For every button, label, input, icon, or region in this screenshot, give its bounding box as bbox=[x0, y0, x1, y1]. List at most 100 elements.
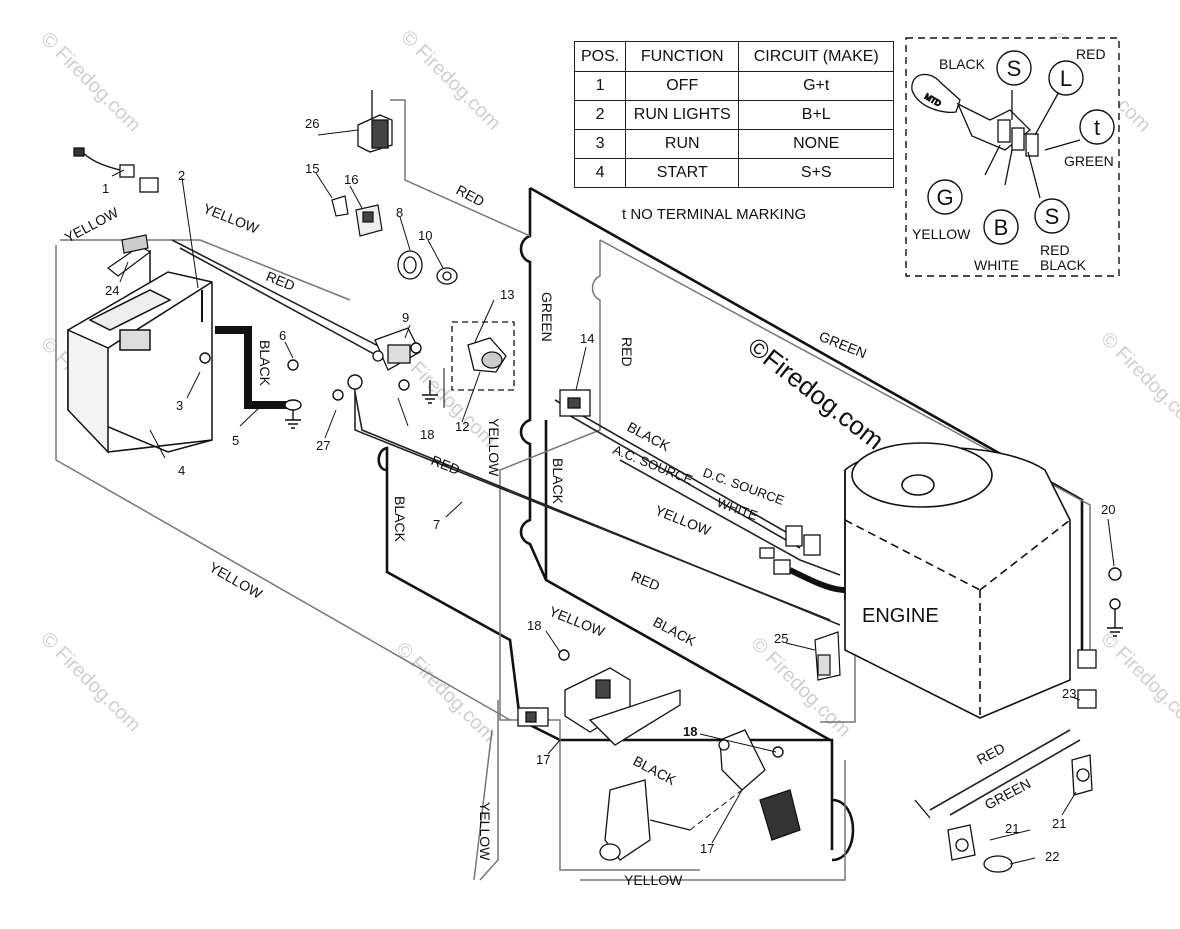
part-24 bbox=[106, 234, 152, 277]
key-icon: MTD bbox=[911, 73, 1081, 199]
label-green-1: GREEN bbox=[539, 292, 555, 342]
watermark: © Firedog.com bbox=[36, 28, 145, 137]
label-yellow-8: YELLOW bbox=[624, 872, 683, 888]
part-26 bbox=[357, 90, 393, 153]
part-8-10 bbox=[397, 250, 458, 285]
label-black-4: BLACK bbox=[392, 496, 408, 543]
part-number: 14 bbox=[580, 331, 594, 346]
ground-symbols bbox=[199, 342, 1123, 758]
watermark: © Firedog.com bbox=[396, 26, 505, 135]
part-17-top bbox=[564, 667, 681, 746]
svg-text:L: L bbox=[1060, 66, 1072, 91]
part-connector-left bbox=[517, 707, 549, 727]
svg-text:S: S bbox=[1007, 56, 1022, 81]
label-black-2: BLACK bbox=[550, 458, 566, 505]
part-number: 15 bbox=[305, 161, 319, 176]
label-green-2: GREEN bbox=[817, 328, 869, 361]
part-number: 6 bbox=[279, 328, 286, 343]
part-17-bottom bbox=[718, 729, 801, 841]
label-red-6: RED bbox=[974, 740, 1008, 768]
table-cell: B+L bbox=[738, 100, 895, 130]
table-cell: RUN bbox=[625, 129, 740, 159]
table-cell: 2 bbox=[573, 100, 627, 130]
label-yellow-5: YELLOW bbox=[207, 559, 266, 602]
table-cell: 1 bbox=[573, 71, 627, 101]
seat-switch-mechanism bbox=[599, 779, 691, 861]
leader-lines bbox=[111, 129, 1115, 865]
table-header: FUNCTION bbox=[625, 41, 740, 72]
part-number: 16 bbox=[344, 172, 358, 187]
part-number: 13 bbox=[500, 287, 514, 302]
table-header: POS. bbox=[573, 41, 627, 72]
watermark: © Firedog.com bbox=[1096, 628, 1180, 737]
part-number: 18 bbox=[683, 724, 697, 739]
ac-source-cable bbox=[788, 567, 846, 593]
terminal-note: t NO TERMINAL MARKING bbox=[622, 206, 807, 223]
black-cable-5 bbox=[215, 326, 290, 409]
table-header: CIRCUIT (MAKE) bbox=[738, 41, 895, 72]
table-cell: RUN LIGHTS bbox=[625, 100, 740, 130]
terminal-s-top: S bbox=[996, 50, 1032, 86]
gray-harness bbox=[55, 99, 1091, 881]
label-white: WHITE bbox=[715, 495, 760, 524]
part-15-16 bbox=[331, 195, 383, 237]
terminal-g: G bbox=[927, 179, 963, 215]
part-21-22 bbox=[914, 754, 1093, 873]
part-13-switch bbox=[451, 321, 515, 391]
switch-label-green: GREEN bbox=[1064, 153, 1114, 169]
table-cell: G+t bbox=[738, 71, 895, 101]
switch-label-red: RED bbox=[1076, 46, 1106, 62]
part-number: 7 bbox=[433, 517, 440, 532]
part-number: 4 bbox=[178, 463, 185, 478]
part-number: 5 bbox=[232, 433, 239, 448]
part-number: 18 bbox=[420, 427, 434, 442]
watermark: © Firedog.com bbox=[36, 628, 145, 737]
table-row: 2 RUN LIGHTS B+L bbox=[573, 100, 895, 130]
switch-function-table: POS. FUNCTION CIRCUIT (MAKE) 1 OFF G+t 2… bbox=[573, 41, 895, 188]
watermark: © Firedog.com bbox=[391, 638, 500, 747]
part-number: 12 bbox=[455, 419, 469, 434]
engine-label: ENGINE bbox=[862, 605, 939, 627]
part-14-connector bbox=[559, 389, 591, 417]
svg-text:t: t bbox=[1094, 115, 1100, 140]
part-number: 21 bbox=[1005, 821, 1019, 836]
label-yellow-2: YELLOW bbox=[201, 200, 262, 237]
table-cell: S+S bbox=[738, 158, 895, 188]
part-number: 10 bbox=[418, 228, 432, 243]
table-cell: NONE bbox=[738, 129, 895, 159]
label-ac-source: A.C. SOURCE bbox=[611, 442, 695, 488]
part-1-connector bbox=[73, 147, 159, 193]
label-red-3: RED bbox=[619, 337, 635, 367]
part-number: 3 bbox=[176, 398, 183, 413]
terminal-l: L bbox=[1048, 60, 1084, 96]
label-red-4: RED bbox=[429, 452, 462, 478]
table-row: 1 OFF G+t bbox=[573, 71, 895, 101]
battery bbox=[67, 271, 213, 454]
terminal-b: B bbox=[983, 209, 1019, 245]
switch-label-yellow: YELLOW bbox=[912, 226, 971, 242]
switch-label-red-black-1: RED bbox=[1040, 242, 1070, 258]
table-row: 4 START S+S bbox=[573, 158, 895, 188]
switch-label-red-black-2: BLACK bbox=[1040, 257, 1087, 273]
label-green-3: GREEN bbox=[982, 775, 1033, 813]
label-red-5: RED bbox=[629, 568, 662, 594]
switch-label-black: BLACK bbox=[939, 56, 986, 72]
part-number: 20 bbox=[1101, 502, 1115, 517]
part-numbers: 1 2 3 4 5 6 7 8 9 10 12 13 14 15 16 17 1… bbox=[102, 116, 1115, 864]
part-number: 22 bbox=[1045, 849, 1059, 864]
terminal-s-bottom: S bbox=[1034, 198, 1070, 234]
table-cell: START bbox=[625, 158, 740, 188]
engine bbox=[844, 442, 1071, 719]
table-row: 3 RUN NONE bbox=[573, 129, 895, 159]
part-number: 27 bbox=[316, 438, 330, 453]
part-number: 1 bbox=[102, 181, 109, 196]
table-cell: OFF bbox=[625, 71, 740, 101]
part-number: 23 bbox=[1062, 686, 1076, 701]
part-number: 21 bbox=[1052, 816, 1066, 831]
part-number: 18 bbox=[527, 618, 541, 633]
label-black-1: BLACK bbox=[257, 340, 273, 387]
part-number: 9 bbox=[402, 310, 409, 325]
label-red-2: RED bbox=[454, 182, 488, 210]
terminal-t: t bbox=[1079, 109, 1115, 145]
